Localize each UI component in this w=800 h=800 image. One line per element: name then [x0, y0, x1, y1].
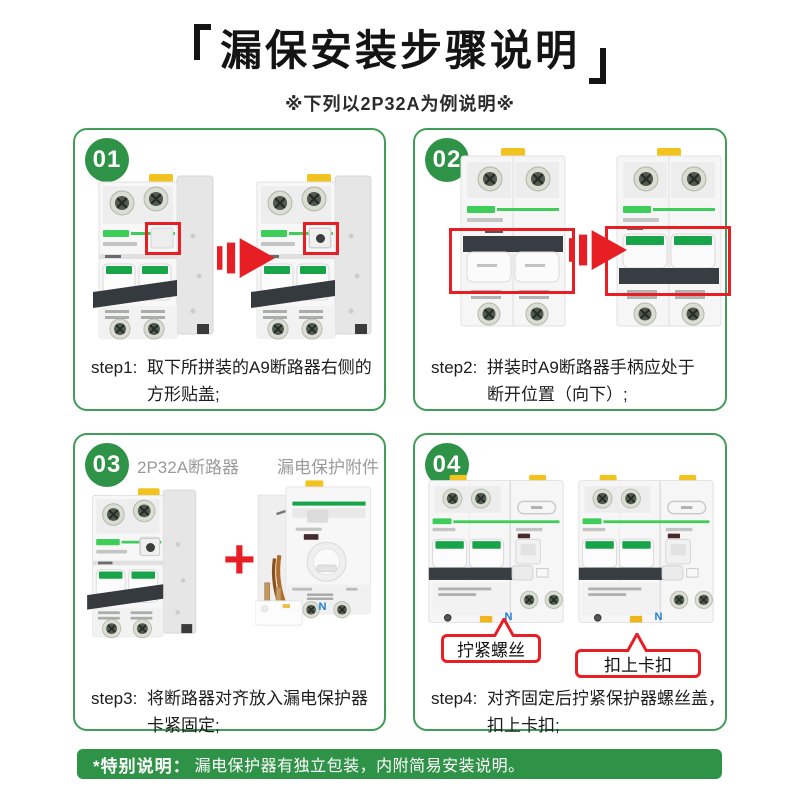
note-label: *特别说明：	[93, 756, 191, 776]
tighten-screw-callout-text: 拧紧螺丝	[457, 641, 525, 660]
tighten-screw-callout: 拧紧螺丝	[441, 634, 541, 663]
breaker-image	[87, 481, 205, 644]
step3-panel: 03 2P32A断路器 漏电保护附件 + N step3: 将断路器对齐放入漏电…	[73, 433, 386, 735]
breaker-part-label: 2P32A断路器	[137, 458, 240, 477]
step3-line2: 卡紧固定;	[147, 716, 220, 735]
page-title: 漏保安装步骤说明	[0, 22, 800, 84]
open-bracket-mark	[193, 24, 211, 60]
breaker-handle-down-image	[605, 146, 731, 332]
step4-caption: step4: 对齐固定后拧紧保护器螺丝盖， 扣上卡扣;	[431, 685, 725, 739]
step1-label: step1:	[91, 358, 138, 377]
assembled-unit-screw-image: N	[425, 473, 567, 632]
callout1-pointer-icon	[493, 618, 515, 637]
accessory-socket	[309, 228, 331, 248]
step3-line1: 将断路器对齐放入漏电保护器	[147, 689, 368, 708]
title-text: 漏保安装步骤说明	[219, 27, 580, 74]
breaker-with-sticker-image	[93, 166, 223, 346]
step2-line1: 拼装时A9断路器手柄应处于	[487, 358, 695, 377]
callout2-pointer-icon	[626, 633, 648, 652]
plus-sign: +	[223, 527, 256, 590]
leakage-protector-accessory-image: N	[255, 477, 377, 640]
step4-line1: 对齐固定后拧紧保护器螺丝盖，	[487, 689, 725, 708]
step1-badge: 01	[85, 138, 129, 182]
step1-caption: step1: 取下所拼装的A9断路器右侧的 方形贴盖;	[91, 354, 372, 408]
sticker-highlight-box	[145, 222, 181, 255]
accessory-socket	[140, 538, 160, 556]
neutral-marker: N	[318, 600, 327, 613]
step2-caption: step2: 拼装时A9断路器手柄应处于 断开位置（向下）;	[431, 354, 695, 408]
step1-line2: 方形贴盖;	[147, 385, 220, 404]
subtitle-text: ※下列以2P32A为例说明※	[284, 94, 516, 114]
fasten-buckle-callout-text: 扣上卡扣	[604, 656, 672, 675]
step2-label: step2:	[431, 358, 478, 377]
step2-line2: 断开位置（向下）;	[487, 385, 628, 404]
socket-highlight-box	[303, 222, 339, 255]
special-note-banner: *特别说明： 漏电保护器有独立包装，内附简易安装说明。	[77, 749, 722, 779]
accessory-part-label: 漏电保护附件	[277, 458, 379, 477]
breaker-handle-up-image	[449, 146, 575, 332]
step4-label: step4:	[431, 689, 478, 708]
breaker-sticker-removed-image	[251, 166, 381, 346]
step4-panel: 04 N N 拧紧螺丝 扣上卡扣 step4: 对齐固定后拧紧保护器螺丝盖， 扣…	[413, 433, 727, 735]
red-arrow-icon	[569, 230, 627, 270]
step1-panel: 01 step1: 取下所拼装的A9断路器右侧的 方形贴盖;	[73, 128, 386, 411]
step4-line2: 扣上卡扣;	[487, 716, 560, 735]
assembled-unit-buckle-image: N	[575, 473, 717, 632]
red-arrow-icon	[217, 238, 275, 278]
step1-line1: 取下所拼装的A9断路器右侧的	[147, 358, 372, 377]
step2-panel: 02 step2: 拼装时A9断路器手柄应处于 断开位置（向下）;	[413, 128, 731, 411]
close-bracket-mark	[589, 48, 606, 84]
step3-badge: 03	[85, 443, 129, 487]
note-text: 漏电保护器有独立包装，内附简易安装说明。	[194, 758, 525, 775]
neutral-marker: N	[654, 611, 663, 624]
step3-caption: step3: 将断路器对齐放入漏电保护器 卡紧固定;	[91, 685, 368, 739]
fasten-buckle-callout: 扣上卡扣	[575, 649, 701, 678]
handle-highlight-box	[449, 228, 575, 294]
neutral-marker: N	[504, 611, 513, 624]
step3-label: step3:	[91, 689, 138, 708]
